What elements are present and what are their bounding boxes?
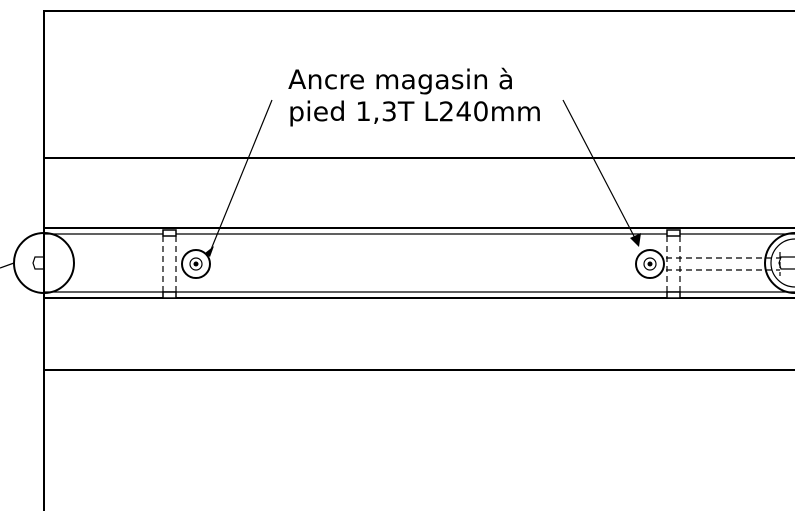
right-bracket xyxy=(666,229,681,299)
callout-line-2: pied 1,3T L240mm xyxy=(288,97,542,128)
rail-beam xyxy=(44,227,795,299)
callout-line-1: Ancre magasin à xyxy=(288,65,514,96)
right-detail-circle xyxy=(666,232,795,294)
right-anchor-bolt xyxy=(635,249,665,279)
callout-leaders xyxy=(205,99,641,257)
left-bracket xyxy=(162,229,177,299)
left-anchor-bolt xyxy=(181,249,211,279)
left-detail-circle xyxy=(0,232,75,294)
